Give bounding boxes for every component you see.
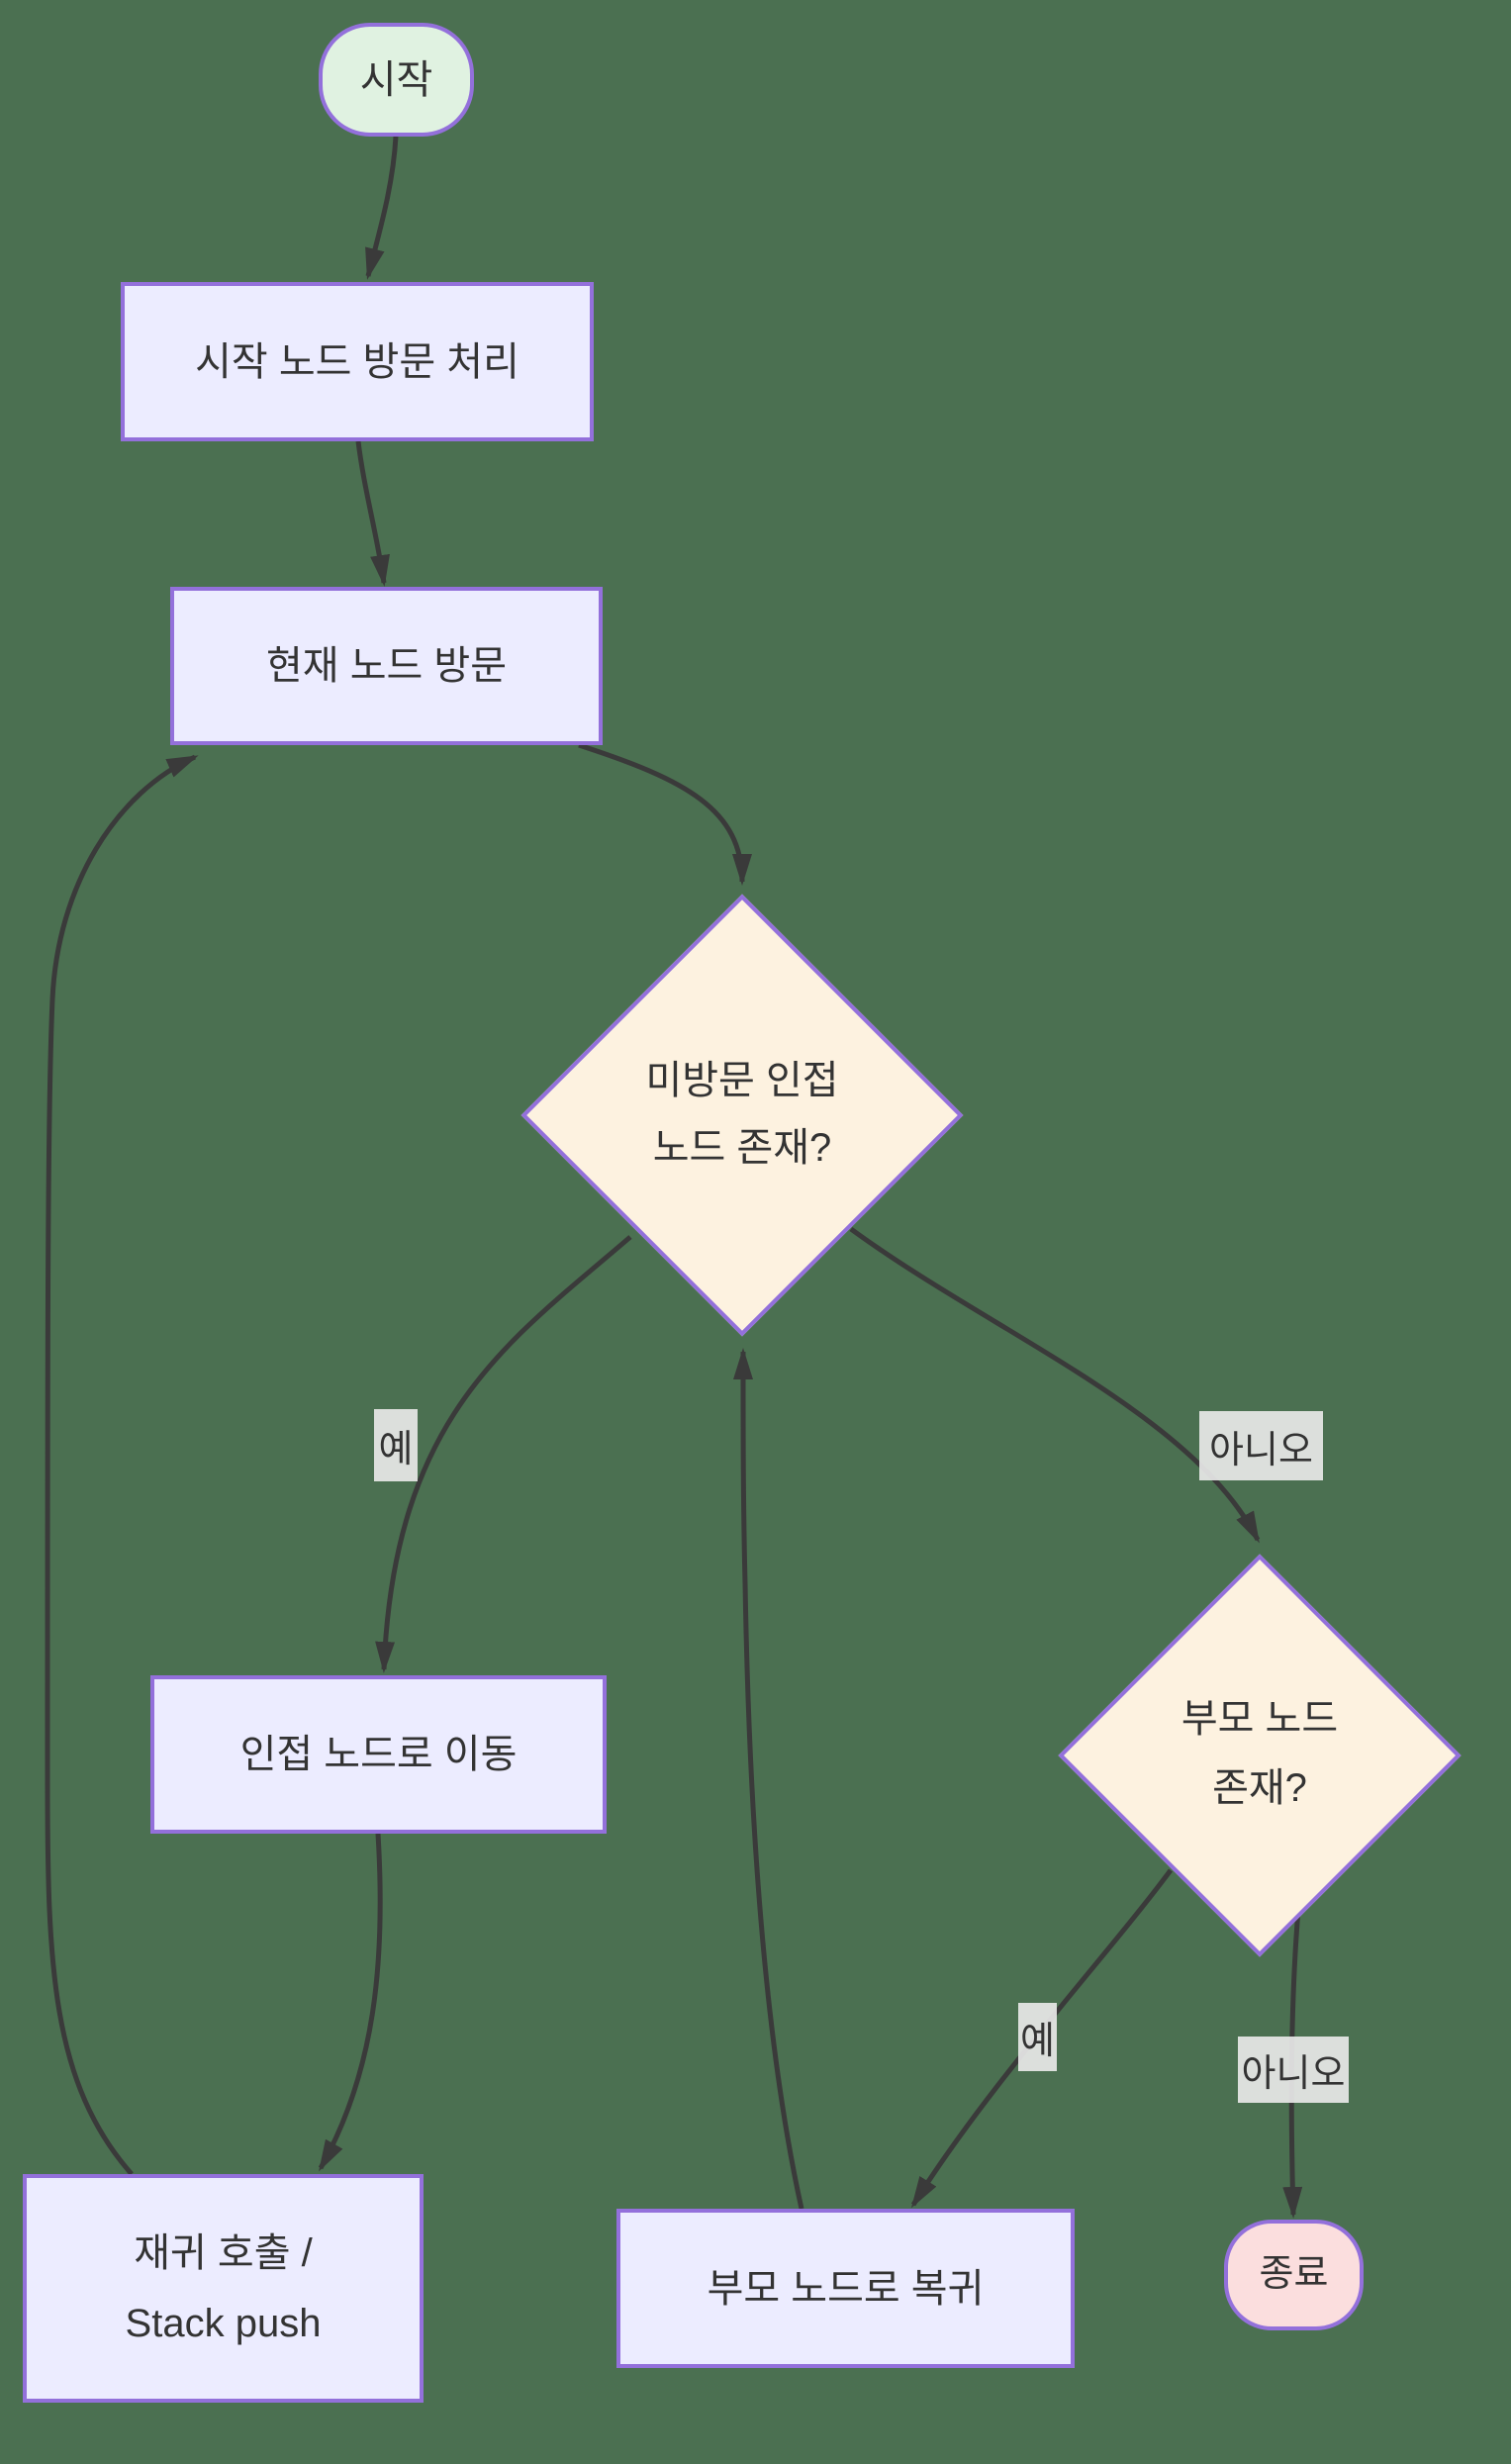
node-visit-current: 현재 노드 방문 <box>170 587 603 745</box>
edge-label-parent-yes: 예 <box>1018 2003 1057 2071</box>
edge-label-unvisited-yes-text: 예 <box>378 1429 414 1470</box>
node-end-label: 종료 <box>1259 2253 1329 2296</box>
node-move-adjacent: 인접 노드로 이동 <box>150 1675 607 1834</box>
edge-label-parent-yes-text: 예 <box>1020 2021 1055 2062</box>
decision-parent-line2: 존재? <box>1212 1766 1307 1810</box>
node-recursive-call-line1: 재귀 호출 / <box>134 2230 313 2275</box>
node-decision-unvisited-label: 미방문 인접 노드 존재? <box>554 1028 930 1200</box>
node-decision-parent-label: 부모 노드 존재? <box>1082 1674 1438 1833</box>
node-end: 종료 <box>1224 2220 1364 2330</box>
node-return-parent: 부모 노드로 복귀 <box>616 2209 1075 2368</box>
edge-move-adjacent-to-recursive-call <box>318 1833 383 2172</box>
edge-recursive-call-to-visit-current <box>45 754 199 2176</box>
node-start: 시작 <box>319 23 474 137</box>
edge-start-to-process <box>365 136 399 280</box>
node-return-parent-label: 부모 노드로 복귀 <box>707 2266 985 2311</box>
node-move-adjacent-label: 인접 노드로 이동 <box>239 1733 518 1776</box>
node-process-start-visit: 시작 노드 방문 처리 <box>121 282 594 441</box>
edge-label-parent-no: 아니오 <box>1238 2037 1349 2103</box>
edge-decision-unvisited-yes-to-move-adjacent <box>375 1235 632 1673</box>
edge-visit-current-to-decision-unvisited <box>578 742 752 886</box>
node-recursive-call-line2: Stack push <box>125 2301 322 2345</box>
decision-parent-line1: 부모 노드 <box>1180 1697 1339 1741</box>
edge-decision-unvisited-no-to-decision-parent <box>849 1226 1261 1544</box>
node-visit-current-label: 현재 노드 방문 <box>265 644 508 688</box>
edge-process-to-visit-current <box>355 440 390 587</box>
decision-unvisited-line2: 노드 존재? <box>652 1126 832 1170</box>
edge-label-unvisited-no-text: 아니오 <box>1209 1429 1313 1471</box>
decision-unvisited-line1: 미방문 인접 <box>645 1059 839 1102</box>
edge-return-parent-to-decision-unvisited <box>733 1348 804 2210</box>
edge-label-parent-no-text: 아니오 <box>1241 2053 1346 2095</box>
edge-label-unvisited-yes: 예 <box>374 1409 418 1481</box>
node-process-start-visit-label: 시작 노드 방문 처리 <box>195 339 519 384</box>
node-recursive-call: 재귀 호출 / Stack push <box>23 2174 424 2403</box>
node-start-label: 시작 <box>359 57 433 102</box>
edge-label-unvisited-no: 아니오 <box>1199 1411 1323 1480</box>
